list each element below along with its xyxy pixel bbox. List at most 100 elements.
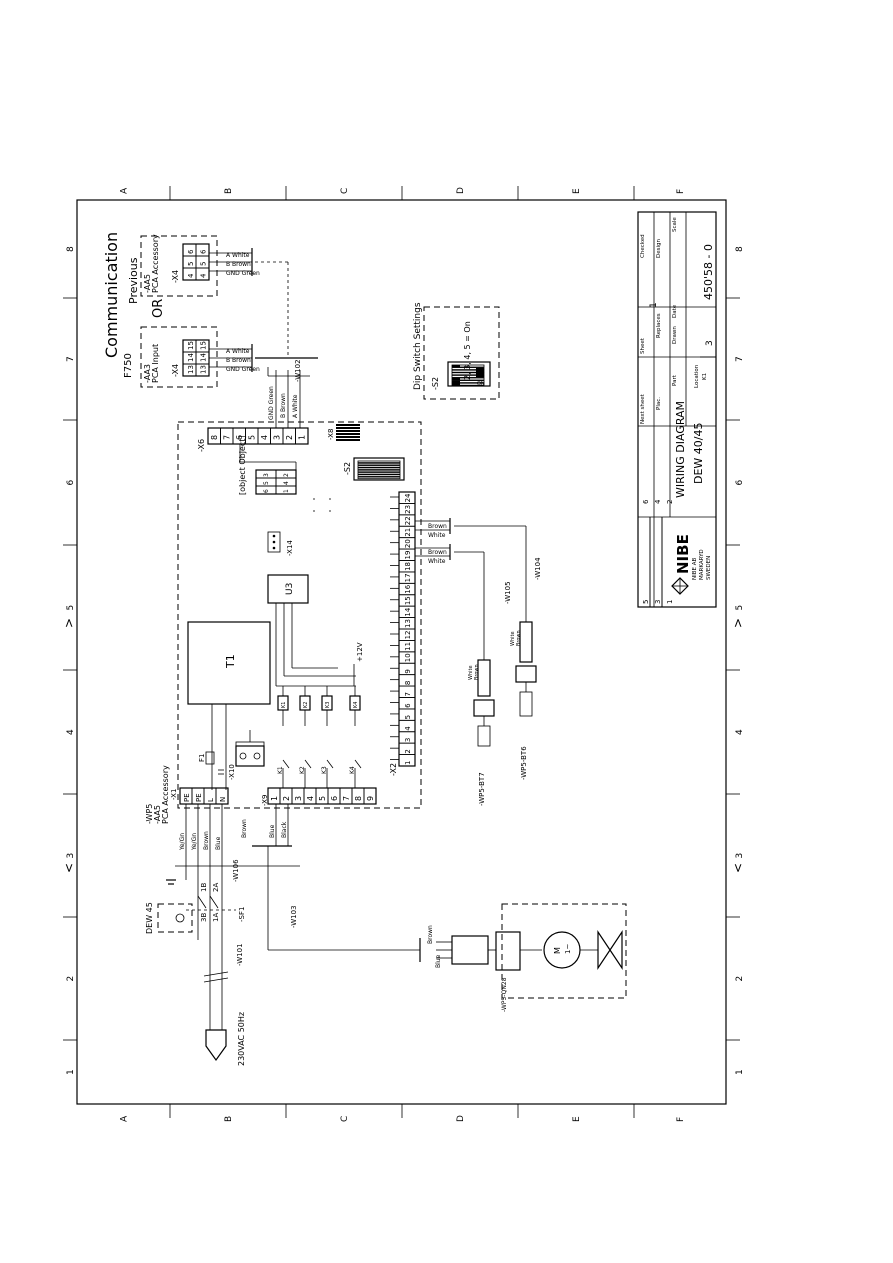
svg-text:7: 7 xyxy=(342,796,351,801)
svg-text:5: 5 xyxy=(404,715,412,719)
svg-text:5: 5 xyxy=(318,796,327,801)
relay-contact-label: K1 xyxy=(277,766,284,774)
svg-text:White: White xyxy=(428,558,446,565)
svg-text:White: White xyxy=(510,631,516,646)
fuse-f1: F1 xyxy=(198,751,224,775)
svg-text:Sheet: Sheet xyxy=(640,337,646,354)
column-marker-left: 6 xyxy=(66,480,76,486)
svg-text:Brown: Brown xyxy=(428,549,447,556)
row-marker-bottom: F xyxy=(676,1117,686,1122)
svg-text:Brown: Brown xyxy=(241,819,248,838)
x2-terminal: -X2 123456789101112131415161718192021222… xyxy=(389,491,416,776)
svg-text:SWEDEN: SWEDEN xyxy=(706,556,712,580)
svg-text:Blue: Blue xyxy=(215,836,222,850)
svg-text:GND Green: GND Green xyxy=(226,270,260,277)
w106-label: -W106 xyxy=(232,859,240,882)
column-marker-right: 8 xyxy=(735,246,745,252)
aa5-wire-labels: A White B Brown GND Green xyxy=(226,252,260,277)
svg-text:14: 14 xyxy=(200,353,208,362)
svg-text:NIBE AB: NIBE AB xyxy=(692,558,698,580)
svg-text:Blue: Blue xyxy=(269,824,276,838)
svg-text:PE: PE xyxy=(195,793,203,802)
svg-text:4: 4 xyxy=(404,726,412,731)
svg-text:4: 4 xyxy=(187,273,195,278)
row-marker-top: C xyxy=(340,188,350,194)
svg-text:9: 9 xyxy=(404,669,412,673)
svg-text:4: 4 xyxy=(200,273,208,278)
x14-connector: -X14 xyxy=(267,531,294,556)
product-name: DEW 40/45 xyxy=(692,423,705,485)
svg-text:4: 4 xyxy=(283,481,290,485)
svg-text:White: White xyxy=(468,665,474,680)
svg-text:3: 3 xyxy=(404,738,412,742)
row-marker-top: D xyxy=(456,187,466,194)
svg-text:Design: Design xyxy=(656,238,662,258)
svg-text:Replaces: Replaces xyxy=(656,313,662,338)
u3-chip: U3 xyxy=(267,574,309,604)
svg-text:2: 2 xyxy=(282,796,291,801)
svg-text:1: 1 xyxy=(666,600,674,604)
svg-text:4: 4 xyxy=(260,435,269,440)
svg-text:1: 1 xyxy=(404,761,412,765)
svg-text:24: 24 xyxy=(404,493,412,502)
svg-text:14: 14 xyxy=(187,353,195,362)
nibe-logo: NIBE xyxy=(671,534,692,595)
svg-text:1A: 1A xyxy=(212,913,220,922)
svg-text:13: 13 xyxy=(404,619,412,628)
svg-text:Ye/Gn: Ye/Gn xyxy=(179,833,186,851)
plus-12v-label: +12V xyxy=(356,642,364,662)
column-marker-right: 7 xyxy=(735,356,745,362)
column-marker-left: 2 xyxy=(66,976,76,982)
svg-text:NIBE: NIBE xyxy=(674,534,692,574)
x10-connector: -X10 xyxy=(228,730,265,780)
w101-label: -W101 xyxy=(236,943,244,966)
svg-text:5: 5 xyxy=(187,262,195,266)
svg-text:B Brown: B Brown xyxy=(226,261,251,268)
svg-text:[object Object]: [object Object] xyxy=(238,436,247,496)
svg-text:N: N xyxy=(219,797,227,802)
column-marker-right: 4 xyxy=(735,729,745,735)
svg-text:22: 22 xyxy=(404,516,412,525)
svg-text:L: L xyxy=(207,798,215,802)
svg-text:8: 8 xyxy=(354,796,363,801)
aa3-terminal: -X4 xyxy=(171,364,180,377)
aa5-ref: -AA5 xyxy=(143,274,152,293)
dip-switch-box xyxy=(423,306,500,400)
svg-text:17: 17 xyxy=(404,573,412,582)
bus-wire-labels: GND Green B Brown A White xyxy=(268,386,299,420)
svg-text:DEW 45: DEW 45 xyxy=(145,902,154,934)
row-marker-top: F xyxy=(676,189,686,194)
svg-text:GND Green: GND Green xyxy=(268,386,275,420)
svg-text:7: 7 xyxy=(223,435,232,440)
svg-text:6: 6 xyxy=(200,249,208,254)
svg-text:White: White xyxy=(428,532,446,539)
svg-text:2: 2 xyxy=(285,435,294,440)
svg-text:Drawn: Drawn xyxy=(672,326,678,344)
svg-text:23: 23 xyxy=(404,505,412,514)
relay-contact-label: K4 xyxy=(349,766,356,774)
supply-cable: -W101 230VAC 50Hz xyxy=(203,940,246,1066)
column-marker-left: 8 xyxy=(66,246,76,252)
svg-text:2: 2 xyxy=(404,749,412,753)
svg-text:Brown: Brown xyxy=(428,523,447,530)
board-s2-switch: -S2 xyxy=(313,457,405,512)
dip-switch-setting: 2, 3, 4, 5 = On xyxy=(463,321,472,380)
breaker-sf1: 1B 2A 3B 1A -SF1 xyxy=(186,883,246,922)
zone-arrow: < xyxy=(62,863,76,873)
svg-text:-X1: -X1 xyxy=(170,789,178,800)
svg-text:5: 5 xyxy=(642,600,650,604)
row-marker-top: E xyxy=(572,188,582,194)
svg-text:Plac.: Plac. xyxy=(656,397,662,410)
svg-text:Ye/Gn: Ye/Gn xyxy=(191,833,198,851)
svg-text:11: 11 xyxy=(404,642,412,651)
svg-text:MARKARYD: MARKARYD xyxy=(699,549,705,580)
aa5-previous-box xyxy=(140,235,218,297)
svg-text:1: 1 xyxy=(270,796,279,801)
